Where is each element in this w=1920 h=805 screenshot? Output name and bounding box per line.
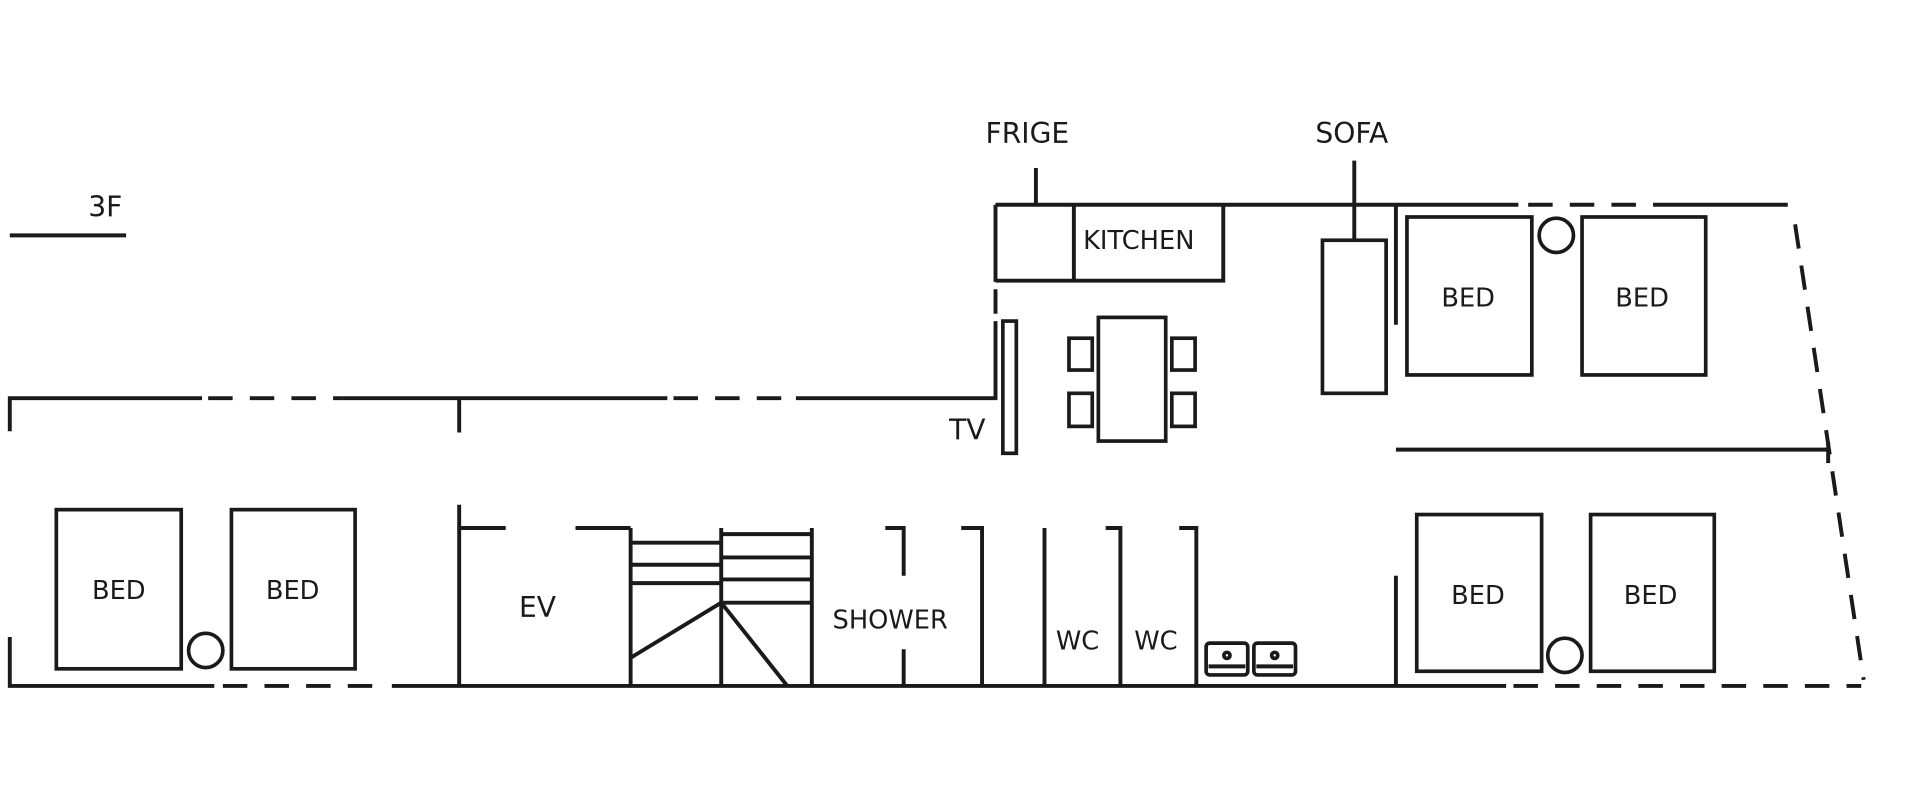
sink-icon xyxy=(1252,641,1298,677)
bed-bottom-right-1 xyxy=(1414,512,1544,674)
elevator-walls xyxy=(457,504,631,686)
bed-label: BED xyxy=(1615,284,1669,314)
bed-left-1 xyxy=(54,507,184,671)
wc-label: WC xyxy=(1134,626,1177,656)
kitchen-counter xyxy=(995,204,1226,283)
nightstand-lamp xyxy=(1545,636,1584,675)
tv-label: TV xyxy=(948,413,986,446)
bed-top-right-2 xyxy=(1580,215,1708,377)
ev-label: EV xyxy=(519,591,557,624)
chair xyxy=(1170,336,1197,372)
bed-label: BED xyxy=(1451,581,1505,611)
bed-left-2 xyxy=(229,507,357,671)
bed-label: BED xyxy=(266,576,320,606)
nightstand-lamp xyxy=(186,631,225,670)
sofa-label: SOFA xyxy=(1315,117,1389,150)
sofa xyxy=(1320,238,1388,396)
bed-label: BED xyxy=(1441,284,1495,314)
bed-label: BED xyxy=(92,576,146,606)
bed-top-right-1 xyxy=(1405,215,1534,377)
tv xyxy=(1001,319,1019,456)
left-walls xyxy=(7,321,1862,688)
bed-bottom-right-2 xyxy=(1588,512,1717,674)
nightstand-lamp xyxy=(1537,216,1576,255)
chair xyxy=(1170,391,1197,429)
sink-icon xyxy=(1204,641,1250,677)
kitchen-label: KITCHEN xyxy=(1083,226,1194,256)
dining-table xyxy=(1096,315,1168,443)
chair xyxy=(1067,336,1095,372)
wc-walls xyxy=(1042,526,1199,686)
staircase xyxy=(628,528,814,688)
floor-label: 3F xyxy=(88,190,122,223)
bed-label: BED xyxy=(1624,581,1678,611)
shower-label: SHOWER xyxy=(833,606,949,636)
shower-walls xyxy=(885,526,984,686)
chair xyxy=(1067,391,1095,429)
fridge-label: FRIGE xyxy=(986,117,1070,150)
wc-label: WC xyxy=(1056,626,1099,656)
right-walls xyxy=(993,202,1866,686)
